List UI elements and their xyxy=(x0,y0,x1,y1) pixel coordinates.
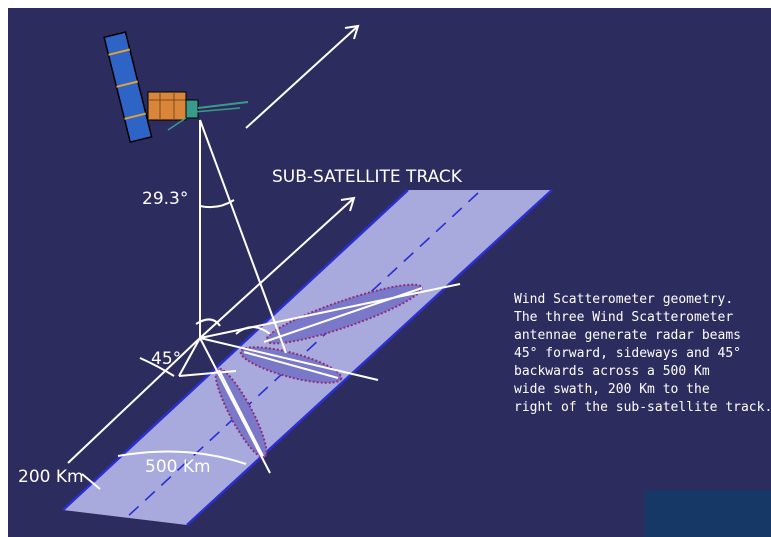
track-title: SUB-SATELLITE TRACK xyxy=(272,167,463,187)
swath-right-edge xyxy=(186,189,553,526)
caption-line: antennae generate radar beams xyxy=(514,328,741,343)
distance-label: 200 Km xyxy=(18,467,84,487)
caption-line: Wind Scatterometer geometry. xyxy=(514,292,733,307)
angle-label-29: 29.3° xyxy=(142,189,188,209)
beam-footprint-side xyxy=(239,346,343,384)
angle-label-45: 45° xyxy=(151,349,181,369)
swath-width-label: 500 Km xyxy=(145,457,211,477)
wind-scatterometer-diagram: 29.3° SUB-SATELLITE TRACK 45° 200 Km 500… xyxy=(8,8,771,537)
caption-line: backwards across a 500 Km xyxy=(514,364,710,379)
flight-direction-arrow xyxy=(245,24,360,129)
track-direction-arrow xyxy=(199,196,356,339)
corner-block xyxy=(645,490,771,537)
caption-line: 45° forward, sideways and 45° xyxy=(514,346,741,361)
caption-line: right of the sub-satellite track. xyxy=(514,400,771,415)
swath-center-line xyxy=(125,192,479,519)
satellite-icon xyxy=(103,31,249,144)
swath-left-edge xyxy=(62,189,409,511)
caption-text: Wind Scatterometer geometry. The three W… xyxy=(514,292,771,415)
geometry-lines xyxy=(67,119,461,490)
caption-line: The three Wind Scatterometer xyxy=(514,310,733,325)
caption-line: wide swath, 200 Km to the xyxy=(514,382,710,397)
